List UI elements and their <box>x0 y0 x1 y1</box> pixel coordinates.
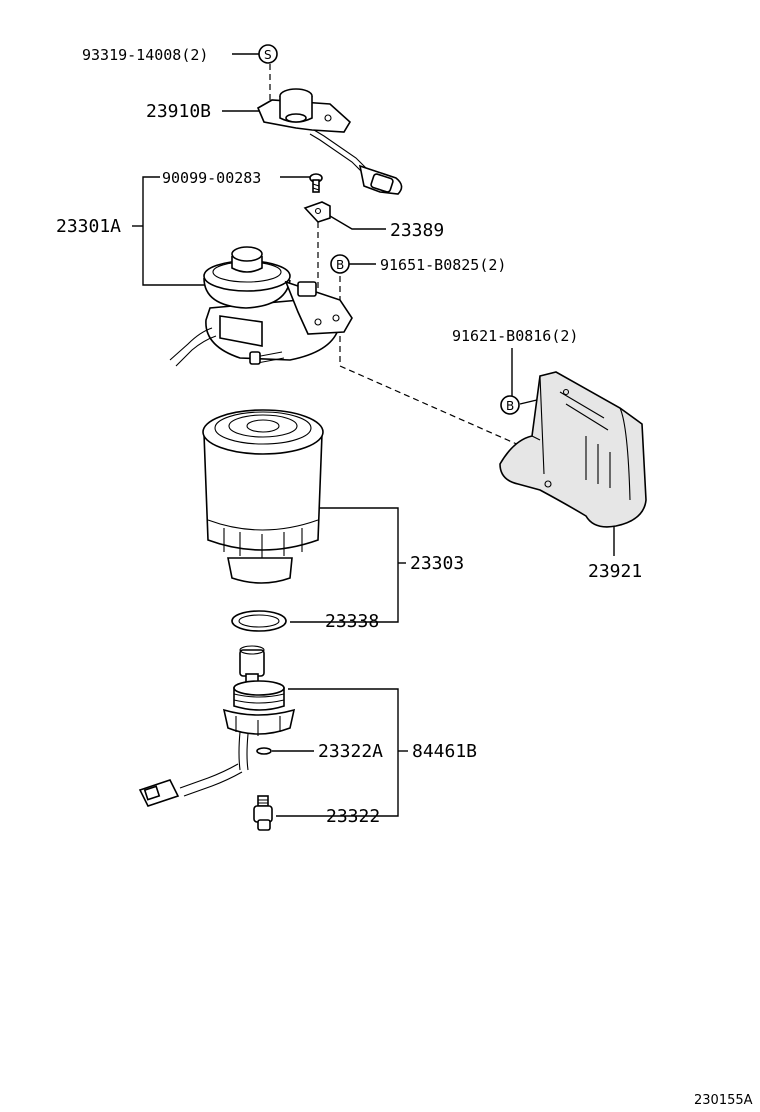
s-marker: S <box>258 44 278 64</box>
label-91621-b0816: 91621-B0816(2) <box>452 327 578 345</box>
svg-text:S: S <box>264 48 272 62</box>
b-marker-91621: B <box>500 395 520 415</box>
figure-id: 230155A <box>694 1093 753 1108</box>
clamp-23389-icon <box>303 201 331 223</box>
label-23389: 23389 <box>390 220 444 241</box>
fuel-filter-23303-icon <box>202 409 324 584</box>
screw-90099-icon <box>309 173 323 193</box>
svg-text:B: B <box>336 258 344 272</box>
warning-switch-84461b-icon <box>138 645 296 807</box>
label-23301a: 23301A <box>56 216 121 237</box>
label-23910b: 23910B <box>146 101 211 122</box>
bracket-23921-icon <box>499 371 647 528</box>
label-23921: 23921 <box>588 561 642 582</box>
svg-text:B: B <box>506 399 514 413</box>
filter-head-23301a-icon <box>169 246 353 367</box>
switch-23322-icon <box>253 795 273 831</box>
label-93319-14008: 93319-14008(2) <box>82 46 208 64</box>
gasket-23338-icon <box>231 610 287 632</box>
sensor-23910b-icon <box>256 88 403 195</box>
label-91651-b0825: 91651-B0825(2) <box>380 256 506 274</box>
label-90099-00283: 90099-00283 <box>162 169 261 187</box>
label-23322a: 23322A <box>318 741 383 762</box>
o-ring-23322a-icon <box>256 747 272 755</box>
label-23303: 23303 <box>410 553 464 574</box>
label-84461b: 84461B <box>412 741 477 762</box>
b-marker-91651: B <box>330 254 350 274</box>
leader-lines <box>132 53 615 817</box>
